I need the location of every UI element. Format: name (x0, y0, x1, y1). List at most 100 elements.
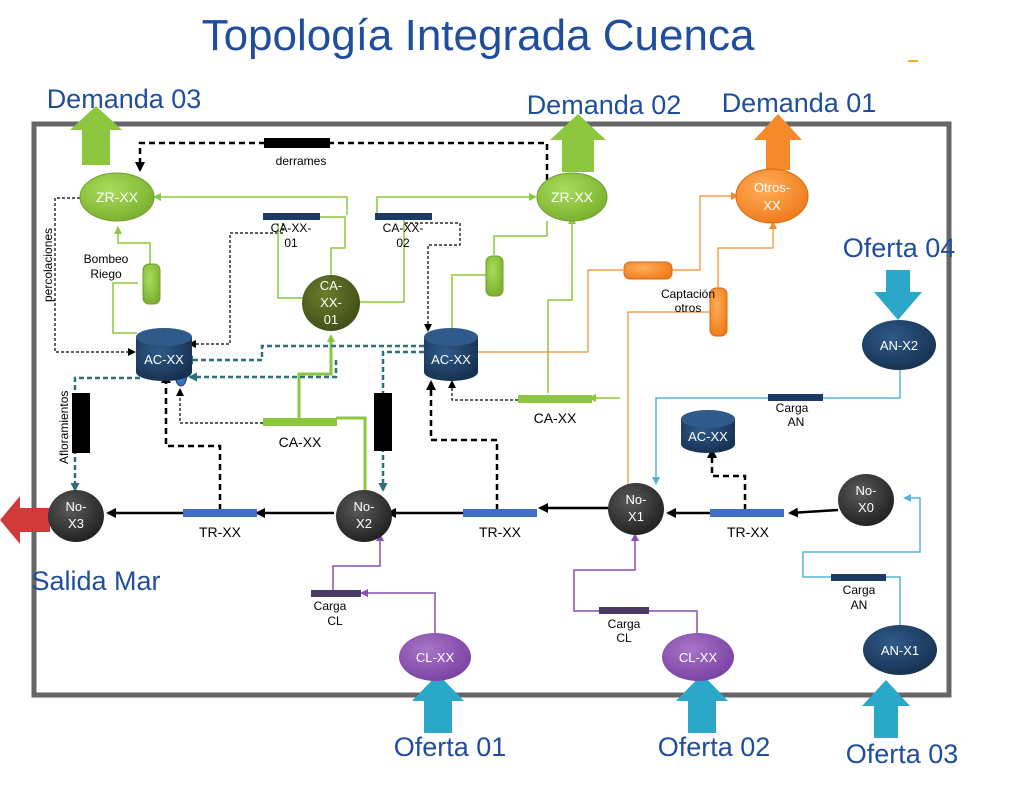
thin-dashed-links (54, 197, 538, 424)
tr-xx-1-bar (183, 509, 257, 517)
node-cl-right-label: CL-XX (679, 650, 718, 665)
ca02-to-ac-link (405, 222, 461, 332)
node-cl-left-label: CL-XX (416, 650, 455, 665)
bombeo-line2: Riego (90, 267, 122, 281)
ca-xx-02-line2: 02 (396, 236, 410, 250)
node-no-x1-line1: No- (626, 492, 647, 507)
ca-left-to-ac-link (176, 388, 263, 424)
oferta03-arrow (862, 680, 910, 738)
afloramientos-bar-2 (374, 393, 392, 451)
carga-an-1-bar (768, 394, 823, 401)
carga-an-2-line2: AN (851, 598, 868, 612)
small-cylinders (142, 255, 728, 387)
node-no-x3[interactable]: No- X3 (48, 490, 104, 542)
big-arrows (0, 106, 922, 738)
node-no-x1-line2: X1 (628, 509, 644, 524)
demanda02-label: Demanda 02 (527, 90, 682, 120)
edge-labels: Demanda 03 Demanda 02 Demanda 01 Oferta … (31, 84, 958, 769)
tr-xx-3-label: TR-XX (727, 524, 770, 540)
connector-bars (183, 213, 886, 614)
ca-xx-01-line2: 01 (284, 236, 298, 250)
derrames-bar (264, 138, 330, 148)
node-ca-line3: 01 (324, 312, 338, 327)
node-zr-right-label: ZR-XX (551, 189, 594, 205)
oferta01-arrow (412, 674, 464, 733)
ca-xx-right-label: CA-XX (534, 410, 577, 426)
small-labels: CA-XX- 01 CA-XX- 02 Bombeo Riego Captaci… (84, 221, 876, 645)
demanda02-arrow (550, 114, 606, 172)
carga-cl-2-bar (599, 607, 649, 614)
node-no-x1[interactable]: No- X1 (608, 483, 664, 535)
ca-xx-right-bar (518, 395, 592, 403)
tr-xx-2-label: TR-XX (479, 524, 522, 540)
node-otros[interactable]: Otros- XX (735, 168, 809, 224)
carga-cl-1-line2: CL (327, 614, 343, 628)
orange-links (478, 192, 777, 492)
node-ac-left-label: AC-XX (144, 352, 184, 367)
carga-an-2-bar (831, 574, 886, 581)
node-an-x1-label: AN-X1 (881, 643, 919, 658)
node-no-x0-line1: No- (856, 483, 877, 498)
node-no-x0-line2: X0 (858, 500, 874, 515)
ca-xx-01-line1: CA-XX- (271, 221, 312, 235)
node-ac-left[interactable]: AC-XX (136, 328, 192, 381)
bombeo-line1: Bombeo (84, 252, 129, 266)
ca-xx-01-bar (263, 213, 320, 220)
tr-xx-3-bar (710, 509, 784, 517)
node-an-x1[interactable]: AN-X1 (863, 625, 937, 675)
node-cl-left[interactable]: CL-XX (399, 633, 471, 681)
carga-cl-1-line1: Carga (314, 599, 347, 613)
oferta02-label: Oferta 02 (658, 732, 771, 762)
ca01-to-ac-link (188, 223, 284, 348)
node-no-x2-line1: No- (354, 499, 375, 514)
node-ac-right-label: AC-XX (688, 429, 728, 444)
green-thick-links (297, 334, 367, 495)
afloramientos-label: Afloramientos (57, 391, 71, 464)
node-zr-right[interactable]: ZR-XX (536, 172, 608, 222)
derrames-label: derrames (276, 154, 327, 168)
oferta02-arrow (676, 674, 728, 733)
demanda03-label: Demanda 03 (47, 84, 202, 114)
node-ca-center[interactable]: CA- XX- 01 (302, 275, 360, 331)
captacion-cylinder (709, 287, 728, 337)
percolaciones-link (54, 197, 136, 356)
node-no-x0[interactable]: No- X0 (838, 474, 894, 526)
node-no-x2[interactable]: No- X2 (336, 490, 392, 542)
ca-xx-02-bar (375, 213, 432, 220)
ca-xx-left-label: CA-XX (279, 434, 322, 450)
ca-xx-02-line1: CA-XX- (383, 221, 424, 235)
derrames-link (135, 141, 549, 180)
oferta03-label: Oferta 03 (846, 739, 959, 769)
thick-dashed-returns (161, 373, 747, 510)
node-an-x2-label: AN-X2 (880, 338, 918, 353)
node-cl-right[interactable]: CL-XX (662, 633, 734, 681)
node-zr-left[interactable]: ZR-XX (79, 172, 155, 222)
carga-an-1-line1: Carga (776, 401, 809, 415)
node-no-x3-line1: No- (66, 499, 87, 514)
node-ac-mid-label: AC-XX (431, 352, 471, 367)
ca-xx-left-bar (263, 418, 337, 426)
oferta04-arrow (874, 270, 922, 320)
captacion-line1: Captación (661, 287, 715, 301)
ca-right-to-ac-link (448, 380, 538, 401)
orange-cylinder-h (623, 261, 673, 280)
salida-mar-arrow (0, 496, 50, 544)
bar-labels: CA-XX CA-XX TR-XX TR-XX TR-XX (199, 410, 770, 540)
node-an-x2[interactable]: AN-X2 (862, 320, 936, 370)
node-otros-line2: XX (763, 198, 781, 213)
tr-xx-1-label: TR-XX (199, 524, 242, 540)
node-ac-right[interactable]: AC-XX (681, 410, 735, 453)
captacion-line2: otros (675, 301, 702, 315)
node-otros-line1: Otros- (754, 180, 790, 195)
node-ca-line2: XX- (320, 295, 342, 310)
afloramientos-bar (72, 393, 90, 453)
carga-an-1-line2: AN (788, 415, 805, 429)
node-ac-mid[interactable]: AC-XX (424, 328, 478, 381)
percolaciones-label: percolaciones (41, 228, 55, 302)
oferta04-label: Oferta 04 (843, 233, 956, 263)
node-zr-left-label: ZR-XX (96, 189, 139, 205)
demanda03-arrow (70, 106, 122, 165)
carga-cl-2-line1: Carga (608, 617, 641, 631)
oferta01-label: Oferta 01 (394, 732, 507, 762)
